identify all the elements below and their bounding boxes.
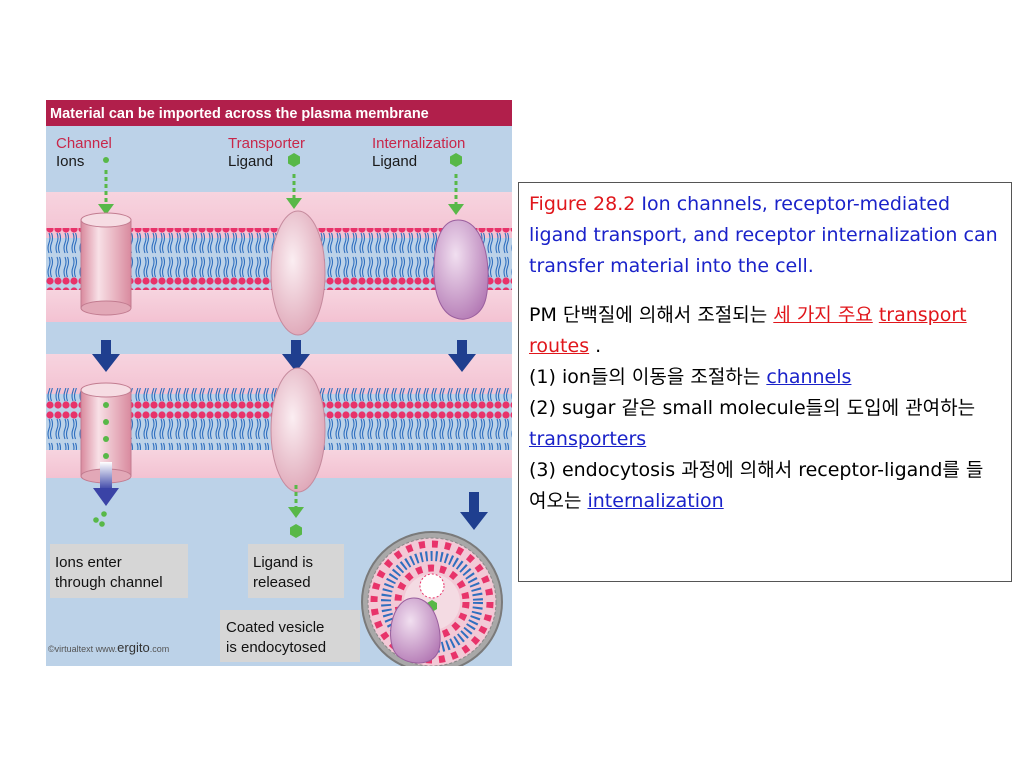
down-arrow-icon	[92, 340, 120, 372]
ion-entry-arrow	[98, 170, 114, 215]
internalization-entry-arrow	[448, 174, 464, 215]
credit-suffix: .com	[150, 644, 170, 654]
figure-number: Figure 28.2	[529, 193, 636, 215]
released-ion	[101, 511, 107, 517]
three-kinds-link[interactable]: 세 가지 주요	[773, 304, 873, 326]
down-arrow-icon	[282, 340, 310, 372]
credit-brand: ergito	[117, 640, 150, 655]
released-ligand-icon	[290, 524, 302, 538]
figure-description: Ion channels, receptor-mediated ligand t…	[529, 193, 998, 277]
ions-enter-box	[50, 544, 188, 598]
channel-heading: Channel	[56, 135, 112, 152]
vesicle-label-line2: is endocytosed	[226, 639, 326, 656]
credit-prefix: ©virtualtext www.	[48, 644, 117, 654]
figure-caption: Figure 28.2 Ion channels, receptor-media…	[529, 189, 999, 282]
coated-vesicle	[361, 531, 503, 666]
ligand-hexagon-icon	[288, 153, 300, 167]
membrane-transport-figure: Material can be imported across the plas…	[46, 100, 512, 666]
ions-enter-label-line2: through channel	[55, 574, 163, 591]
ligand-released-label-line2: released	[253, 574, 311, 591]
period: .	[589, 335, 602, 357]
ion-exit-arrow	[93, 462, 119, 506]
ligand-release-arrow	[288, 485, 304, 518]
caption-box	[518, 182, 1012, 582]
released-ion	[99, 521, 105, 527]
channel-cargo-label: Ions	[56, 153, 84, 170]
ion-dot	[103, 157, 109, 163]
routes-intro: PM 단백질에 의해서 조절되는 세 가지 주요 transport route…	[529, 300, 999, 362]
credit-line: ©virtualtext www.ergito.com	[48, 640, 169, 655]
transporter-entry-arrow	[286, 174, 302, 209]
transporter-upper	[270, 210, 326, 336]
channels-link[interactable]: channels	[766, 366, 852, 388]
ion-channel-upper	[80, 212, 132, 316]
ligand-released-box	[248, 544, 344, 598]
item1-text: (1) ion들의 이동을 조절하는	[529, 366, 767, 388]
item3-text: (3) endocytosis 과정에 의해서 receptor-ligand를…	[529, 459, 984, 512]
transporter-lower	[270, 367, 326, 493]
item-channels: (1) ion들의 이동을 조절하는 channels	[529, 362, 999, 393]
transporter-cargo-label: Ligand	[228, 153, 273, 170]
figure-title-bar	[46, 100, 512, 126]
vesicle-box	[220, 610, 360, 662]
transporter-heading: Transporter	[228, 135, 305, 152]
ligand-hexagon-icon	[450, 153, 462, 167]
receptor-upper	[433, 219, 489, 320]
figure-title: Material can be imported across the plas…	[50, 106, 429, 122]
down-arrow-icon	[448, 340, 476, 372]
internalization-link[interactable]: internalization	[587, 490, 724, 512]
transport-routes-link[interactable]: transport routes	[529, 304, 967, 357]
vesicle-label-line1: Coated vesicle	[226, 619, 324, 636]
ions-enter-label-line1: Ions enter	[55, 554, 122, 571]
item2-text: (2) sugar 같은 small molecule들의 도입에 관여하는	[529, 397, 976, 419]
internalization-cargo-label: Ligand	[372, 153, 417, 170]
item-internalization: (3) endocytosis 과정에 의해서 receptor-ligand를…	[529, 455, 999, 517]
transporters-link[interactable]: transporters	[529, 428, 647, 450]
caption-text: Figure 28.2 Ion channels, receptor-media…	[529, 189, 999, 517]
released-ion	[93, 517, 99, 523]
ion-channel-lower	[80, 382, 132, 484]
routes-intro-prefix: PM 단백질에 의해서 조절되는	[529, 304, 774, 326]
item-transporters: (2) sugar 같은 small molecule들의 도입에 관여하는 t…	[529, 393, 999, 455]
down-arrow-icon	[460, 492, 488, 530]
internalization-heading: Internalization	[372, 135, 465, 152]
ligand-released-label-line1: Ligand is	[253, 554, 313, 571]
